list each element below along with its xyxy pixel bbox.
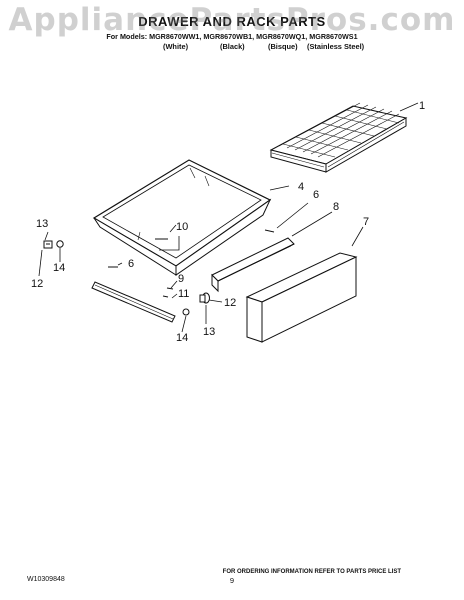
page-number: 9 bbox=[229, 576, 235, 585]
page-title: DRAWER AND RACK PARTS bbox=[138, 14, 326, 29]
document-number: W10309848 bbox=[27, 576, 65, 583]
hardware bbox=[43, 229, 275, 316]
callout-14-left: 14 bbox=[53, 262, 65, 274]
callout-11: 11 bbox=[178, 288, 189, 300]
callout-8: 8 bbox=[333, 201, 339, 213]
callout-14-right: 14 bbox=[176, 332, 188, 344]
callout-1: 1 bbox=[419, 100, 425, 112]
callout-9: 9 bbox=[178, 273, 184, 285]
color-bisque: (Bisque) bbox=[268, 42, 298, 51]
callout-10: 10 bbox=[176, 221, 188, 233]
callout-6: 6 bbox=[313, 189, 319, 201]
model-list: For Models: MGR8670WW1, MGR8670WB1, MGR8… bbox=[106, 32, 358, 41]
drawer-front-panel bbox=[245, 252, 358, 343]
leader-lines bbox=[38, 102, 419, 333]
callout-13-right: 13 bbox=[203, 326, 215, 338]
color-stainless-steel: (Stainless Steel) bbox=[307, 42, 365, 51]
callout-12-right: 12 bbox=[224, 297, 236, 309]
callout-13-left: 13 bbox=[36, 218, 48, 230]
ordering-note: FOR ORDERING INFORMATION REFER TO PARTS … bbox=[222, 569, 401, 575]
oven-rack bbox=[269, 102, 408, 173]
color-black: (Black) bbox=[220, 42, 245, 51]
color-white: (White) bbox=[163, 42, 189, 51]
callout-4: 4 bbox=[298, 181, 304, 193]
drawer-rail bbox=[211, 237, 295, 293]
callout-6-left: 6 bbox=[128, 258, 134, 270]
drawer-slide bbox=[91, 281, 176, 323]
watermark: AppliancePartsPros.com bbox=[8, 2, 456, 38]
drawer-pan bbox=[92, 159, 272, 276]
part-callouts: 1 4 6 8 7 10 13 14 12 6 9 11 12 13 14 bbox=[31, 100, 425, 344]
callout-7: 7 bbox=[363, 216, 369, 228]
callout-12-left: 12 bbox=[31, 278, 43, 290]
